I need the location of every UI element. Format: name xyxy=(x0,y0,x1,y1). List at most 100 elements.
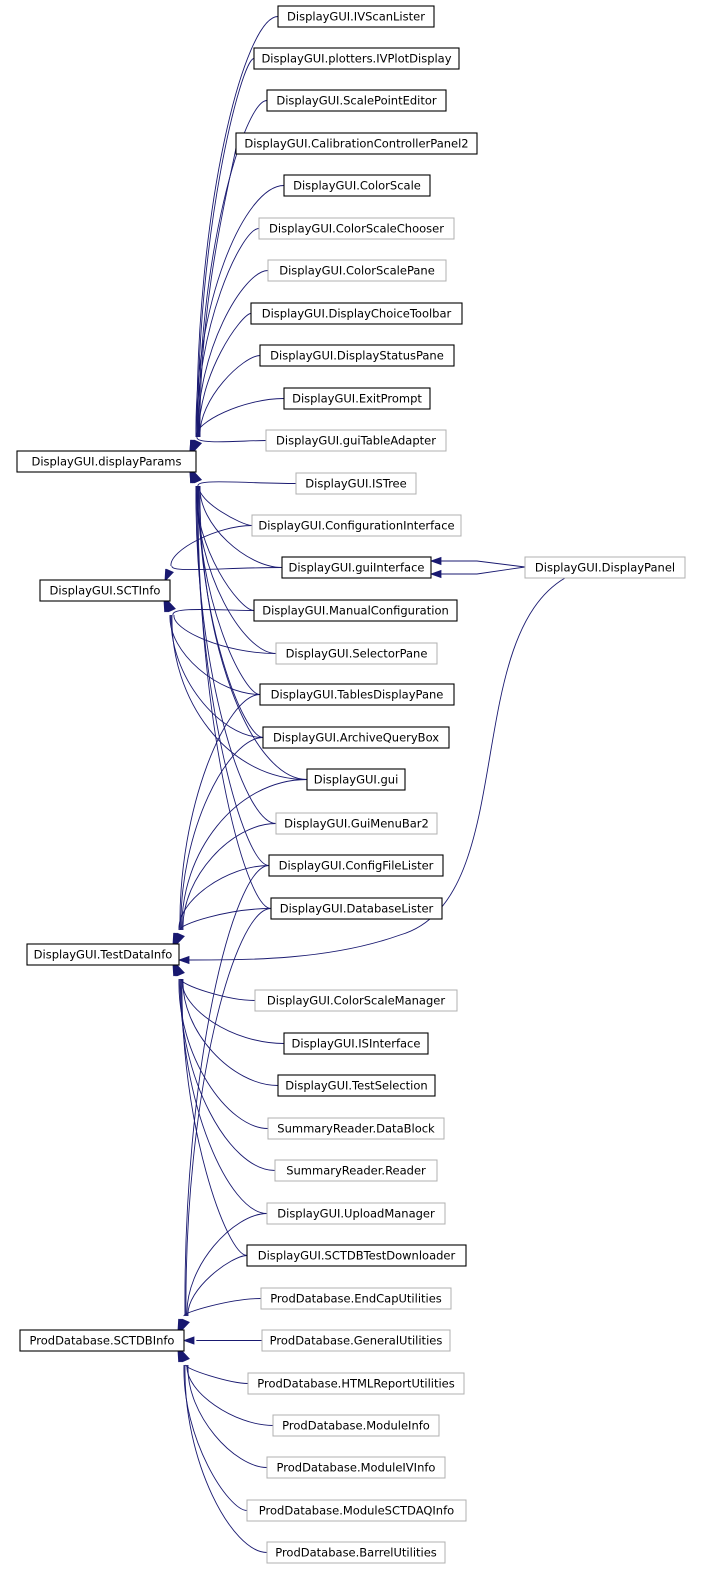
class-node-box xyxy=(275,642,438,665)
class-node-html[interactable]: ProdDatabase.HTMLReportUtilities xyxy=(247,1372,465,1395)
class-node-gui[interactable]: DisplayGUI.gui xyxy=(306,768,406,791)
edge-endcap-to-db xyxy=(183,1298,262,1317)
edge-sctdl-to-tdi-arrowhead xyxy=(175,963,184,977)
class-node-isint[interactable]: DisplayGUI.ISInterface xyxy=(283,1032,429,1055)
edge-sctdl-to-tdi xyxy=(181,978,248,1256)
edge-moddaq-to-db xyxy=(183,1364,248,1511)
class-node-ivplot[interactable]: DisplayGUI.plotters.IVPlotDisplay xyxy=(253,47,460,70)
class-node-general[interactable]: ProdDatabase.GeneralUtilities xyxy=(261,1329,451,1352)
class-node-label: DisplayGUI.ColorScale xyxy=(293,179,421,193)
edge-html-to-db xyxy=(185,1364,249,1384)
nodes-layer: DisplayGUI.displayParamsDisplayGUI.SCTIn… xyxy=(16,5,686,1564)
class-node-box xyxy=(275,812,438,835)
class-node-label: DisplayGUI.gui xyxy=(314,773,399,787)
class-node-box xyxy=(267,1117,445,1140)
class-node-menubar[interactable]: DisplayGUI.GuiMenuBar2 xyxy=(275,812,438,835)
class-node-exit[interactable]: DisplayGUI.ExitPrompt xyxy=(283,387,431,410)
edge-aqbox-to-tdi xyxy=(180,737,264,931)
edge-ivscan-to-dp xyxy=(196,16,279,438)
edge-general-to-db-arrowhead xyxy=(182,1336,195,1345)
class-node-colorscale[interactable]: DisplayGUI.ColorScale xyxy=(283,174,431,197)
class-node-db[interactable]: ProdDatabase.SCTDBInfo xyxy=(19,1329,185,1352)
class-node-label: DisplayGUI.GuiMenuBar2 xyxy=(284,817,429,831)
edge-colorscale-to-dp xyxy=(195,185,285,438)
class-node-selpane[interactable]: DisplayGUI.SelectorPane xyxy=(275,642,438,665)
class-node-dspane[interactable]: DisplayGUI.DisplayStatusPane xyxy=(259,344,455,367)
class-node-endcap[interactable]: ProdDatabase.EndCapUtilities xyxy=(260,1287,452,1310)
class-node-box xyxy=(524,556,686,579)
class-node-sctdl[interactable]: DisplayGUI.SCTDBTestDownloader xyxy=(246,1244,467,1267)
class-node-label: DisplayGUI.ColorScalePane xyxy=(279,264,435,278)
class-node-label: DisplayGUI.ScalePointEditor xyxy=(276,94,437,108)
class-node-label: DisplayGUI.ArchiveQueryBox xyxy=(273,731,439,745)
class-node-manconf[interactable]: DisplayGUI.ManualConfiguration xyxy=(253,599,458,622)
class-node-box xyxy=(250,302,463,325)
class-node-cfl[interactable]: DisplayGUI.ConfigFileLister xyxy=(268,854,444,877)
class-node-upl[interactable]: DisplayGUI.UploadManager xyxy=(266,1202,446,1225)
class-node-dpanel[interactable]: DisplayGUI.DisplayPanel xyxy=(524,556,686,579)
class-node-tsel[interactable]: DisplayGUI.TestSelection xyxy=(277,1074,436,1097)
class-node-scalept[interactable]: DisplayGUI.ScalePointEditor xyxy=(266,89,447,112)
class-node-label: ProdDatabase.ModuleInfo xyxy=(282,1419,430,1433)
class-node-label: SummaryReader.Reader xyxy=(286,1164,426,1178)
edge-upl-to-db xyxy=(186,1213,268,1317)
class-node-dctoolbar[interactable]: DisplayGUI.DisplayChoiceToolbar xyxy=(250,302,463,325)
edge-scalept-to-dp xyxy=(198,100,268,438)
class-node-dp[interactable]: DisplayGUI.displayParams xyxy=(16,450,197,473)
edge-dbl-to-dp xyxy=(197,485,272,909)
class-node-csm[interactable]: DisplayGUI.ColorScaleManager xyxy=(254,989,458,1012)
class-node-modiv[interactable]: ProdDatabase.ModuleIVInfo xyxy=(266,1456,446,1479)
class-node-label: DisplayGUI.displayParams xyxy=(31,455,181,469)
class-node-cspane[interactable]: DisplayGUI.ColorScalePane xyxy=(267,259,447,282)
class-node-box xyxy=(260,1287,452,1310)
edge-cspane-to-dp xyxy=(197,270,269,438)
edge-csm-to-tdi xyxy=(180,978,256,1001)
class-node-label: DisplayGUI.TestDataInfo xyxy=(34,948,173,962)
edge-gui-to-dp xyxy=(199,485,308,780)
class-node-dbl[interactable]: DisplayGUI.DatabaseLister xyxy=(270,897,443,920)
class-node-gi[interactable]: DisplayGUI.guiInterface xyxy=(281,556,432,579)
class-node-box xyxy=(266,1456,446,1479)
edge-barrel-to-db-arrowhead xyxy=(178,1349,187,1363)
class-node-box xyxy=(253,47,460,70)
class-node-cschooser[interactable]: DisplayGUI.ColorScaleChooser xyxy=(258,217,455,240)
class-node-box xyxy=(283,1032,429,1055)
class-node-srdb[interactable]: SummaryReader.DataBlock xyxy=(267,1117,445,1140)
edge-dpanel-to-gi xyxy=(441,560,526,568)
class-node-sct[interactable]: DisplayGUI.SCTInfo xyxy=(39,579,171,602)
class-node-tdpane[interactable]: DisplayGUI.TablesDisplayPane xyxy=(259,683,455,706)
class-node-label: DisplayGUI.ColorScaleManager xyxy=(267,994,445,1008)
class-node-label: DisplayGUI.TablesDisplayPane xyxy=(271,688,444,702)
edge-gui-to-tdi xyxy=(181,779,308,931)
class-node-srr[interactable]: SummaryReader.Reader xyxy=(274,1159,438,1182)
class-node-label: DisplayGUI.SCTInfo xyxy=(50,584,161,598)
class-node-modinfo[interactable]: ProdDatabase.ModuleInfo xyxy=(272,1414,440,1437)
edge-aqbox-to-sct xyxy=(170,614,264,738)
class-node-box xyxy=(295,472,417,495)
class-node-label: DisplayGUI.ConfigurationInterface xyxy=(258,519,454,533)
class-node-gta[interactable]: DisplayGUI.guiTableAdapter xyxy=(265,429,447,452)
class-node-tdi[interactable]: DisplayGUI.TestDataInfo xyxy=(26,943,180,966)
class-node-label: DisplayGUI.plotters.IVPlotDisplay xyxy=(261,52,451,66)
edge-dpanel-to-gi-arrowhead xyxy=(429,569,442,579)
class-node-box xyxy=(272,1414,440,1437)
class-node-barrel[interactable]: ProdDatabase.BarrelUtilities xyxy=(266,1541,446,1564)
class-node-label: DisplayGUI.ISInterface xyxy=(292,1037,421,1051)
class-node-ivscan[interactable]: DisplayGUI.IVScanLister xyxy=(277,5,435,28)
edge-confint-to-dp xyxy=(198,485,253,526)
class-node-label: DisplayGUI.SCTDBTestDownloader xyxy=(258,1249,456,1263)
class-node-label: SummaryReader.DataBlock xyxy=(277,1122,435,1136)
class-node-aqbox[interactable]: DisplayGUI.ArchiveQueryBox xyxy=(262,726,450,749)
class-node-moddaq[interactable]: ProdDatabase.ModuleSCTDAQInfo xyxy=(246,1499,467,1522)
class-node-box xyxy=(283,174,431,197)
class-node-label: DisplayGUI.ISTree xyxy=(305,477,406,491)
class-node-istree[interactable]: DisplayGUI.ISTree xyxy=(295,472,417,495)
edge-dbl-to-tdi-arrowhead xyxy=(173,932,182,946)
class-node-label: ProdDatabase.ModuleSCTDAQInfo xyxy=(259,1504,454,1518)
edge-cfl-to-dp xyxy=(196,485,270,866)
edge-dpanel-to-gi-arrowhead xyxy=(429,556,442,566)
class-node-label: ProdDatabase.ModuleIVInfo xyxy=(277,1461,436,1475)
class-node-label: DisplayGUI.DatabaseLister xyxy=(280,902,434,916)
class-node-confint[interactable]: DisplayGUI.ConfigurationInterface xyxy=(251,514,462,537)
class-node-calib[interactable]: DisplayGUI.CalibrationControllerPanel2 xyxy=(235,132,478,155)
